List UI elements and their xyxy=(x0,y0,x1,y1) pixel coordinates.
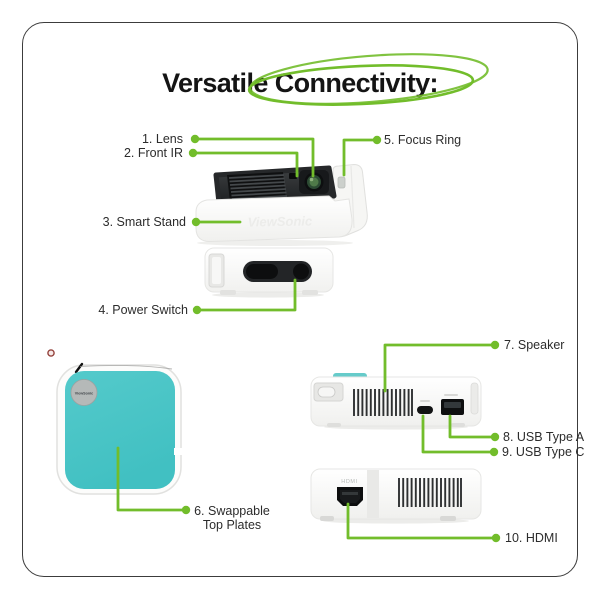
label-hdmi: 10. HDMI xyxy=(505,531,558,545)
usb-a-marking xyxy=(444,394,458,396)
speaker-grille xyxy=(353,389,413,416)
smart-stand-part xyxy=(195,195,353,243)
rounded-border-frame xyxy=(22,22,578,577)
projector-front-view xyxy=(198,243,340,303)
front-ir-window xyxy=(289,173,297,179)
projector-top-view: ViewSonic xyxy=(183,156,378,248)
rear-body xyxy=(310,468,482,520)
title-word-circled: Connectivity: xyxy=(274,68,439,98)
page-title: Versatile Connectivity: xyxy=(0,68,600,99)
foot xyxy=(320,516,334,521)
label-lens: 1. Lens xyxy=(141,132,183,146)
foot xyxy=(327,423,341,427)
side-slot-inner xyxy=(212,257,221,284)
latch-inner xyxy=(317,386,336,398)
brand-embossed-text: ViewSonic xyxy=(248,213,314,229)
lens-highlight xyxy=(309,177,314,182)
label-smart-stand: 3. Smart Stand xyxy=(102,215,186,229)
rear-grille xyxy=(398,478,462,507)
vent-slats xyxy=(228,174,288,200)
focus-ring-window xyxy=(337,176,346,189)
frame-notch xyxy=(174,448,182,455)
projector-rear-view: HDMI xyxy=(303,463,490,527)
label-swappable-top-plates: 6. Swappable Top Plates xyxy=(194,504,270,532)
foot xyxy=(440,516,456,521)
foot xyxy=(302,290,318,295)
plate-logo-badge xyxy=(70,379,98,406)
hdmi-port-label: HDMI xyxy=(341,479,357,485)
usb-c-port xyxy=(417,406,433,414)
label-usb-type-c: 9. USB Type C xyxy=(502,445,585,459)
label-power-switch: 4. Power Switch xyxy=(98,303,188,317)
plate-top-edge xyxy=(79,365,173,370)
corner-mark xyxy=(74,362,84,374)
power-switch-button xyxy=(293,263,309,280)
plate-logo-text: ViewSonic xyxy=(75,391,93,395)
side-groove xyxy=(470,382,479,415)
hdmi-pins xyxy=(342,492,358,495)
label-front-ir: 2. Front IR xyxy=(123,146,183,160)
projector-side-view xyxy=(303,368,490,432)
usb-c-marking xyxy=(420,400,430,402)
shadow xyxy=(197,240,353,246)
foot xyxy=(220,290,236,295)
usb-a-tongue xyxy=(444,402,461,408)
label-speaker: 7. Speaker xyxy=(504,338,565,352)
title-word-plain: Versatile xyxy=(162,68,268,98)
rear-seam-band xyxy=(367,470,379,518)
foot xyxy=(451,423,465,427)
power-switch-slider xyxy=(246,264,278,279)
top-plate-view: ViewSonic xyxy=(46,356,194,504)
label-focus-ring: 5. Focus Ring xyxy=(384,133,462,147)
hdmi-port-inner xyxy=(340,490,360,503)
red-annotation-dot xyxy=(47,349,55,357)
label-usb-type-a: 8. USB Type A xyxy=(503,430,585,444)
